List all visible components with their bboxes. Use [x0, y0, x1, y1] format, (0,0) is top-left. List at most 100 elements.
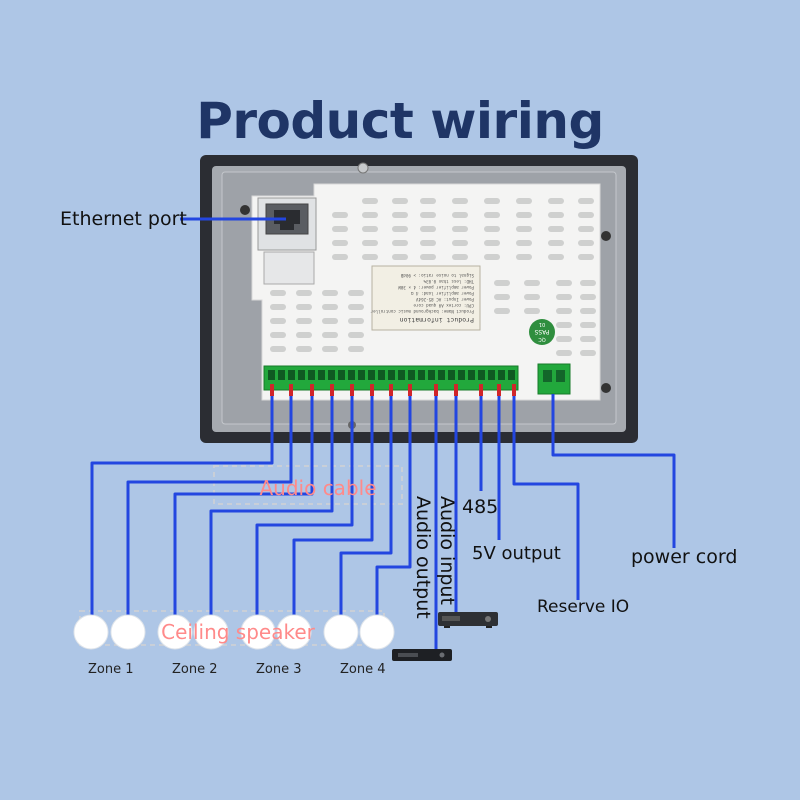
vent-slot: [332, 226, 348, 232]
speaker-2: [110, 614, 146, 650]
vent-slot: [516, 254, 532, 260]
info-line-5: Power amplifier power: 4 × 30W: [398, 285, 474, 290]
terminal-screw: [498, 370, 505, 380]
vent-slot: [516, 212, 532, 218]
vent-slot: [332, 254, 348, 260]
audio-cable-box: [213, 465, 403, 505]
zone-4-label: Zone 4: [340, 662, 386, 677]
wire-tip: [370, 384, 374, 396]
vent-slot: [580, 350, 596, 356]
vent-slot: [516, 198, 532, 204]
vent-slot: [452, 240, 468, 246]
vent-slot: [484, 198, 500, 204]
audio-output-device: [392, 649, 452, 661]
vent-slot: [580, 280, 596, 286]
vent-slot: [494, 280, 510, 286]
vent-slot: [420, 212, 436, 218]
vent-slot: [348, 290, 364, 296]
vent-slot: [580, 336, 596, 342]
wire-tip: [454, 384, 458, 396]
audio-output-label: Audio output: [412, 496, 434, 619]
terminal-screw: [378, 370, 385, 380]
vent-slot: [484, 226, 500, 232]
product-info-heading: Product information: [400, 316, 474, 324]
ethernet-port-label: Ethernet port: [60, 208, 187, 230]
vent-slot: [348, 318, 364, 324]
vent-slot: [392, 212, 408, 218]
terminal-screw: [488, 370, 495, 380]
vent-slot: [392, 254, 408, 260]
vent-slot: [524, 280, 540, 286]
mount-hole-tl: [240, 205, 250, 215]
wire-speaker-4: [209, 396, 334, 618]
info-line-6: THD: less than 0.03%: [423, 279, 474, 284]
vent-slot: [548, 212, 564, 218]
vent-slot: [484, 240, 500, 246]
terminal-screws: [268, 370, 516, 396]
vent-slot: [578, 198, 594, 204]
vent-slot: [420, 254, 436, 260]
info-line-4: Power amplifier load: 4 Ω: [410, 291, 474, 296]
vent-slot: [296, 346, 312, 352]
vent-slot: [580, 308, 596, 314]
vent-slot: [392, 226, 408, 232]
rs485-label: 485: [462, 496, 499, 518]
screw-top: [357, 162, 369, 174]
wire-speaker-8: [375, 396, 412, 618]
terminal-screw: [348, 370, 355, 380]
vent-slot: [296, 332, 312, 338]
vent-slot: [348, 332, 364, 338]
vent-slot: [420, 240, 436, 246]
info-line-1: Product Name: background music controlle…: [370, 309, 474, 314]
wire-speaker-2: [126, 396, 293, 618]
vent-slot: [556, 308, 572, 314]
vent-slot: [362, 240, 378, 246]
ceiling-speaker-label: Ceiling speaker: [161, 620, 316, 644]
five-v-output-label: 5V output: [472, 543, 561, 564]
power-terminal: [537, 363, 571, 395]
vent-slot: [322, 346, 338, 352]
vent-slot: [556, 280, 572, 286]
vent-slot: [392, 240, 408, 246]
wire-reserve-io: [512, 396, 580, 600]
vent-slot: [452, 212, 468, 218]
speaker-3: [157, 614, 193, 650]
wire-tip: [350, 384, 354, 396]
vent-slot: [556, 322, 572, 328]
vent-slot: [516, 226, 532, 232]
terminal-screw: [278, 370, 285, 380]
vent-slot: [524, 294, 540, 300]
vent-slot: [270, 290, 286, 296]
vent-slot: [494, 294, 510, 300]
power-cord-label: power cord: [631, 546, 738, 568]
zone-2-label: Zone 2: [172, 662, 218, 677]
badge-line-1: QC: [538, 336, 546, 342]
vent-slot: [548, 226, 564, 232]
wire-speaker-7: [339, 396, 393, 618]
vent-slot: [348, 304, 364, 310]
vent-slot: [494, 308, 510, 314]
terminal-screw: [408, 370, 415, 380]
terminal-screw: [368, 370, 375, 380]
speaker-7: [323, 614, 359, 650]
vent-slot: [548, 254, 564, 260]
vent-slot: [484, 254, 500, 260]
wire-tip: [330, 384, 334, 396]
terminal-screw: [418, 370, 425, 380]
wire-tip: [479, 384, 483, 396]
audio-cable-label: Audio cable: [259, 476, 376, 500]
vent-slot: [348, 346, 364, 352]
wire-tip: [389, 384, 393, 396]
vent-slot: [452, 198, 468, 204]
terminal-screw: [268, 370, 275, 380]
info-line-2: CPU: cortex A9 quad core: [413, 303, 474, 308]
vent-slot: [484, 212, 500, 218]
vent-slot: [556, 294, 572, 300]
vent-slots: [270, 198, 596, 356]
speaker-4: [193, 614, 229, 650]
vent-slot: [420, 226, 436, 232]
terminal-screw: [458, 370, 465, 380]
wire-speaker-5: [255, 396, 354, 618]
zone-3-label: Zone 3: [256, 662, 302, 677]
vent-slot: [332, 240, 348, 246]
